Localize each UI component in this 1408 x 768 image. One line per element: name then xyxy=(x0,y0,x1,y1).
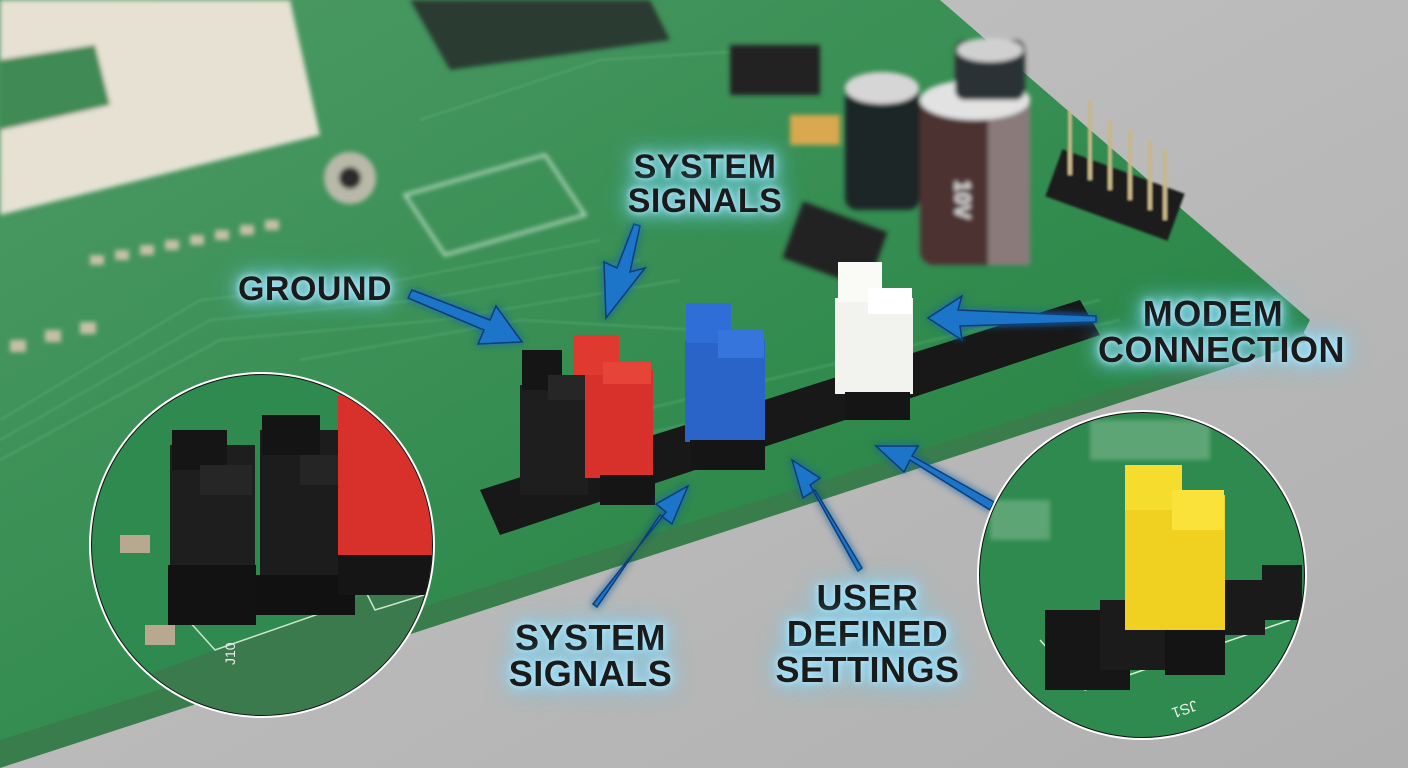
label-system-signals-top: SYSTEM SIGNALS xyxy=(627,148,783,220)
label-modem-connection: MODEM CONNECTION xyxy=(1098,293,1345,370)
arrow-ground xyxy=(406,289,524,345)
arrow-to-inset-right xyxy=(874,445,995,512)
jumper-header-row xyxy=(480,217,1153,535)
arrow-system-signals-bottom xyxy=(591,484,690,609)
jumper-white xyxy=(835,262,913,420)
capacitors: 10V xyxy=(730,38,1030,289)
jumper-black xyxy=(520,350,588,495)
arrow-user-defined xyxy=(790,458,863,573)
svg-text:10V: 10V xyxy=(950,180,975,219)
arrow-system-signals-top xyxy=(603,223,647,321)
jumper-blue xyxy=(685,303,765,470)
cpu-socket xyxy=(0,0,320,215)
inset-right: JS1 xyxy=(977,410,1307,740)
arrow-modem xyxy=(926,294,1097,342)
jumper-red xyxy=(573,335,655,505)
label-system-signals-bottom: SYSTEM SIGNALS xyxy=(508,617,673,694)
label-ground: GROUND xyxy=(237,270,393,308)
label-user-defined-settings: USER DEFINED SETTINGS xyxy=(775,577,960,690)
svg-text:J10: J10 xyxy=(222,642,238,665)
callout-arrows xyxy=(406,223,1097,609)
